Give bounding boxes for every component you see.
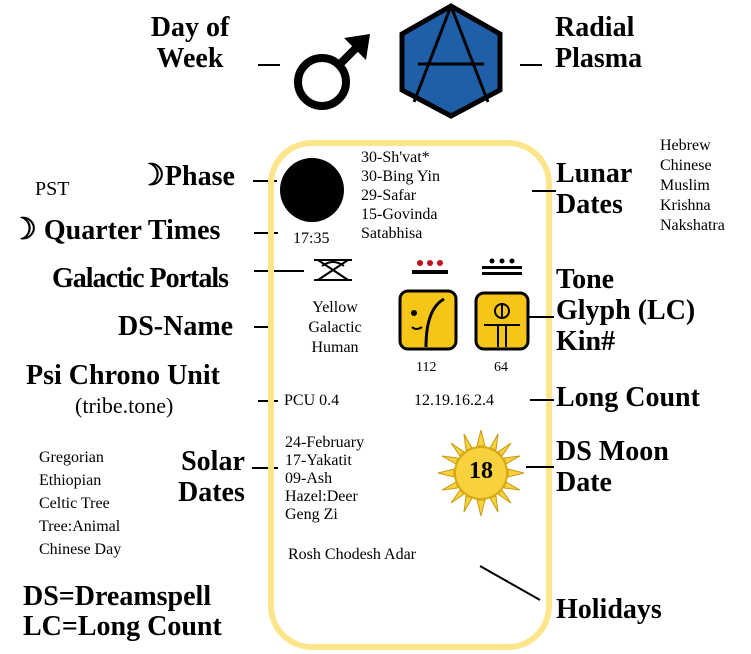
human-glyph-icon [398,289,458,351]
tone-dots-icon [412,260,448,274]
kin-number: 112 [416,360,437,375]
galactic-portals-label: Galactic Portals [52,263,229,294]
lc-glyph-icon [474,291,530,351]
radial-plasma-label: Radial Plasma [555,12,643,74]
connector-line [254,326,274,328]
holiday-value: Rosh Chodesh Adar [288,546,416,563]
sun-icon [437,429,525,517]
ds-moon-date-label: DS Moon Date [556,436,669,498]
tone-glyph-kin-label: Tone Glyph (LC) Kin# [556,264,696,357]
connector-line [530,399,554,401]
holidays-label: Holidays [556,594,662,625]
long-count-label: Long Count [556,382,700,413]
connector-line [253,180,277,182]
day-of-week-label: Day of Week [150,12,230,74]
galactic-portal-icon [314,259,352,281]
long-count-value: 12.19.16.2.4 [414,392,494,409]
connector-line [258,64,280,66]
pcu-value: PCU 0.4 [284,392,340,409]
pst-label: PST [35,178,70,200]
connector-line [252,467,278,469]
connector-line [528,316,554,318]
crescent-moon-icon: ☽ [138,159,165,192]
mars-symbol-icon [294,34,370,110]
crescent-moon-icon: ☽ [10,213,37,246]
psi-chrono-unit-label: Psi Chrono Unit [26,360,220,391]
hexagon-plasma-icon [399,3,503,119]
connector-line [526,466,554,468]
tone-bar-icon [482,258,522,275]
new-moon-disc-icon [280,158,344,222]
holidays-connector [479,565,541,601]
day-card [268,140,552,650]
connector-line [532,190,556,192]
connector-line [520,64,542,66]
connector-line [254,270,304,272]
lc-number: 64 [494,360,508,375]
phase-label: ☽Phase [138,159,235,192]
solar-dates-label: Solar Dates [178,446,245,508]
moon-date-value: 18 [469,458,493,484]
lunar-dates-label: Lunar Dates [556,158,633,220]
quarter-time-value: 17:35 [293,230,330,247]
ds-name-label: DS-Name [118,311,234,342]
quarter-times-label: ☽ Quarter Times [10,213,221,246]
tribe-tone-label: (tribe.tone) [75,393,174,418]
connector-line [254,232,278,234]
